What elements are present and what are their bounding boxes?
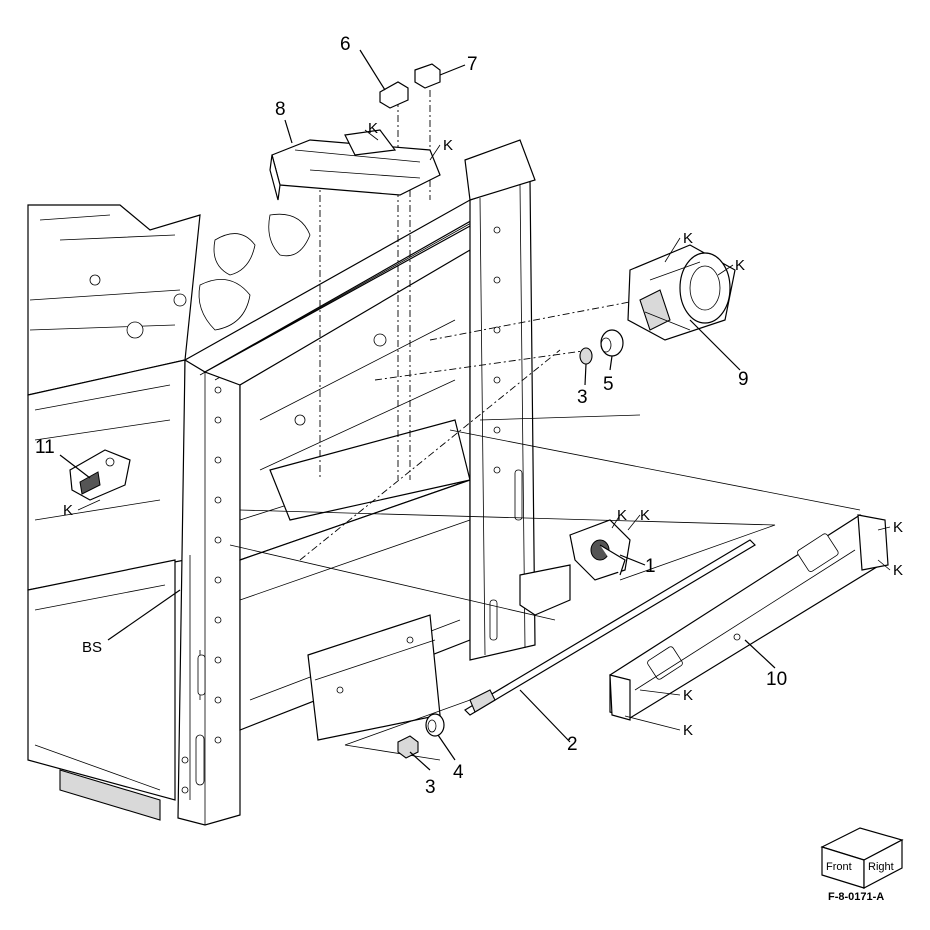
callouts: 6 7 8 9 5 3 1 2 4 3 10 11 BS	[35, 34, 787, 798]
part-6-bracket	[379, 81, 409, 109]
cube-front-label: Front	[826, 861, 852, 873]
k-label: K	[617, 507, 627, 524]
orientation-cube: Front Right	[820, 827, 904, 889]
cube-right-label: Right	[868, 861, 894, 873]
part-8-top-cover	[269, 129, 441, 201]
callout-bs: BS	[82, 639, 102, 656]
callout-5: 5	[603, 374, 614, 395]
callout-6: 6	[340, 34, 351, 55]
part-2-shaft	[464, 539, 756, 716]
part-1-bracket	[569, 519, 631, 581]
callout-3-lower: 3	[425, 777, 436, 798]
part-4-roller-lower	[425, 713, 445, 737]
part-11-latch	[69, 449, 131, 501]
part-5-roller-upper	[600, 329, 624, 357]
k-label: K	[893, 562, 903, 579]
callout-3-upper: 3	[577, 387, 588, 408]
callout-7: 7	[467, 54, 478, 75]
k-label: K	[683, 722, 693, 739]
callout-2: 2	[567, 734, 578, 755]
callout-11: 11	[35, 437, 55, 458]
part-3-bearing-upper	[579, 347, 593, 365]
k-label: K	[683, 230, 693, 247]
k-label: K	[735, 257, 745, 274]
k-label: K	[443, 137, 453, 154]
k-labels: K K K K K K K K K K K	[63, 120, 903, 739]
part-9-motor	[627, 244, 736, 341]
k-label: K	[63, 502, 73, 519]
part-7-bracket	[414, 63, 441, 89]
callout-4: 4	[453, 762, 464, 783]
machine-frame	[27, 139, 571, 826]
explode-lines	[229, 90, 861, 761]
k-label: K	[640, 507, 650, 524]
callout-8: 8	[275, 99, 286, 120]
callout-9: 9	[738, 369, 749, 390]
leader-lines	[59, 49, 891, 771]
figure-id: F-8-0171-A	[828, 891, 884, 903]
callout-1: 1	[645, 556, 656, 577]
k-label: K	[683, 687, 693, 704]
k-label: K	[368, 120, 378, 137]
part-3-bearing-lower	[397, 735, 419, 759]
k-label: K	[893, 519, 903, 536]
part-10-rail	[609, 514, 889, 721]
callout-10: 10	[766, 669, 787, 690]
